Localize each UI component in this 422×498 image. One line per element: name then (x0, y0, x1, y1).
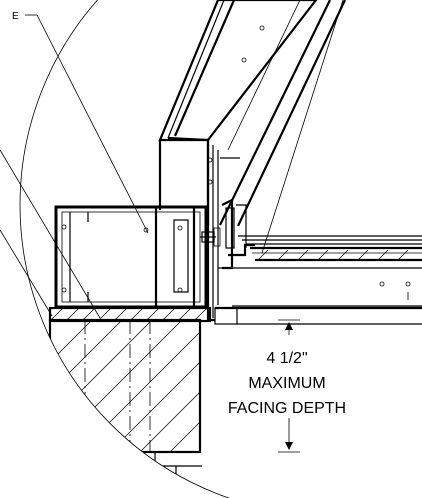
leader-lines (0, 0, 344, 319)
screw-fastener (200, 227, 221, 247)
standoff-box (54, 205, 208, 309)
dimension-label-line1: MAXIMUM (248, 375, 325, 392)
leader-line-top (261, 0, 344, 254)
facing-block (48, 318, 202, 454)
leader-line-e (36, 14, 149, 234)
dimension-line (278, 319, 300, 453)
leader-line-left-1 (0, 149, 101, 319)
outer-casing (158, 136, 240, 322)
glass-bracket (218, 198, 258, 270)
dimension-value: 4 1/2" (266, 350, 307, 367)
detail-circle (19, 0, 231, 498)
framing-outline (20, 319, 131, 491)
dimension-label-line2: FACING DEPTH (228, 400, 346, 417)
firebox-base (214, 235, 422, 325)
callout-e: E (12, 11, 19, 22)
sloped-panel (158, 0, 346, 227)
leader-line-left-2 (0, 229, 53, 317)
